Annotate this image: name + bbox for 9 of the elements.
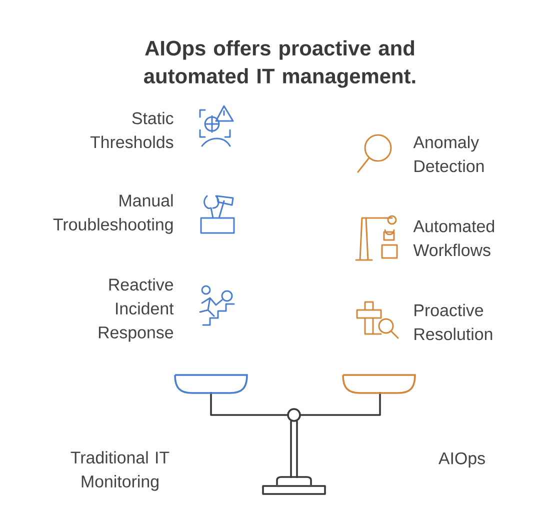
item-label: Automated Workflows [413, 220, 494, 256]
item-label: Static Thresholds [90, 112, 174, 148]
item-label: Reactive Incident Response [98, 278, 174, 342]
item-label: Traditional IT Monitoring [70, 451, 170, 491]
item-label: Anomaly Detection [413, 136, 484, 172]
title: AIOps offers proactive and automated IT management. [144, 40, 416, 88]
item-label: AIOps [438, 452, 485, 468]
item-label: Manual Troubleshooting [53, 194, 173, 234]
item-label: Proactive Resolution [414, 304, 492, 340]
